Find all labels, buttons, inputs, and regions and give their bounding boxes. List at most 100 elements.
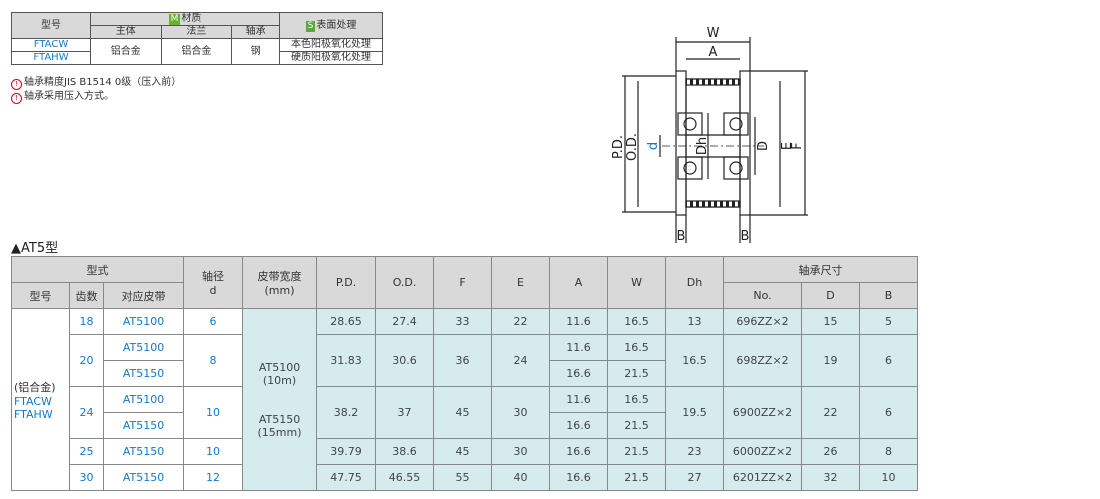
width-cell: AT5100 (10m) AT5150 (15mm) xyxy=(242,308,318,491)
belt-cell: AT5150 xyxy=(102,412,185,439)
bearing-no-cell: 6201ZZ×2 xyxy=(723,464,803,491)
pd-cell: 28.65 xyxy=(316,308,377,335)
teeth-cell: 25 xyxy=(69,438,104,465)
a-cell: 16.6 xyxy=(549,412,609,439)
label-a: A xyxy=(709,45,718,60)
note-1: !轴承精度JIS B1514 0级（压入前） xyxy=(11,76,181,90)
e-cell: 40 xyxy=(491,464,551,491)
teeth-cell: 20 xyxy=(69,334,104,387)
bearing-d-cell: 26 xyxy=(801,438,861,465)
bearing-no-cell: 6000ZZ×2 xyxy=(723,438,803,465)
e-cell: 30 xyxy=(491,386,551,439)
header-shaft-label: 轴径 xyxy=(202,270,225,283)
w-cell: 16.5 xyxy=(607,308,667,335)
e-cell: 30 xyxy=(491,438,551,465)
pd-cell: 47.75 xyxy=(316,464,377,491)
f-cell: 45 xyxy=(433,438,493,465)
warning-icon: ! xyxy=(11,93,22,104)
pulley-drawing: W A P.D. O.D. d Dh D E F B B xyxy=(611,26,808,244)
w-cell: 21.5 xyxy=(607,360,667,387)
surface-hard: 硬质阳极氧化处理 xyxy=(279,51,383,65)
w-cell: 21.5 xyxy=(607,412,667,439)
header-type: 型式 xyxy=(10,256,185,283)
header-od: O.D. xyxy=(375,256,435,309)
surface-tag: S xyxy=(305,20,316,32)
warning-icon: ! xyxy=(11,79,22,90)
a-cell: 16.6 xyxy=(549,438,609,465)
shaft-cell: 6 xyxy=(183,308,244,335)
a-cell: 16.6 xyxy=(549,464,609,491)
pd-cell: 38.2 xyxy=(316,386,377,439)
label-f: F xyxy=(790,142,805,149)
model-material: (铝合金) xyxy=(14,380,56,394)
section-title: ▲AT5型 xyxy=(11,241,59,256)
header-pd: P.D. xyxy=(316,256,377,309)
label-w: W xyxy=(707,26,720,41)
header-belt: 对应皮带 xyxy=(102,282,185,309)
e-cell: 24 xyxy=(491,334,551,387)
od-cell: 37 xyxy=(375,386,435,439)
header-f: F xyxy=(433,256,493,309)
bearing-b-cell: 5 xyxy=(859,308,919,335)
f-cell: 45 xyxy=(433,386,493,439)
bearing-b-cell: 6 xyxy=(859,386,919,439)
table-row: 20 AT5100 8 31.83 30.6 36 24 11.6 16.5 1… xyxy=(12,334,919,387)
header-e: E xyxy=(491,256,551,309)
table-row: 25 AT5150 10 39.79 38.6 45 30 16.6 21.5 … xyxy=(12,438,919,465)
model-ftacw: FTACW xyxy=(14,394,52,408)
teeth-cell: 18 xyxy=(69,308,104,335)
width-2-size: (15mm) xyxy=(257,425,302,439)
bearing-no-cell: 696ZZ×2 xyxy=(723,308,803,335)
surface-natural: 本色阳极氧化处理 xyxy=(279,38,383,52)
label-od: O.D. xyxy=(625,133,640,161)
note-text: 轴承采用压入方式。 xyxy=(24,91,114,102)
label-dd: D xyxy=(756,141,771,151)
bearing-d-cell: 32 xyxy=(801,464,861,491)
body-material: 铝合金 xyxy=(90,38,162,65)
surface-label: 表面处理 xyxy=(316,19,357,31)
f-cell: 36 xyxy=(433,334,493,387)
belt-cell: AT5100 xyxy=(102,308,185,335)
label-pd: P.D. xyxy=(611,135,626,159)
w-cell: 21.5 xyxy=(607,464,667,491)
table-row: AT5150 16.6 21.5 xyxy=(12,360,918,387)
table-row: 30 AT5150 12 47.75 46.55 55 40 16.6 21.5… xyxy=(12,464,919,491)
teeth-cell: 24 xyxy=(69,386,104,439)
model-ftahw: FTAHW xyxy=(11,51,91,65)
header-flange: 法兰 xyxy=(160,25,233,39)
model-ftacw: FTACW xyxy=(11,38,91,52)
width-1-belt: AT5100 xyxy=(258,360,301,374)
header-shaft-symbol: d xyxy=(209,284,217,297)
header-bearing: 轴承 xyxy=(231,25,280,39)
shaft-cell: 10 xyxy=(183,438,244,465)
belt-cell: AT5150 xyxy=(102,464,185,491)
bearing-material: 钢 xyxy=(231,38,280,65)
od-cell: 46.55 xyxy=(375,464,435,491)
note-text: 轴承精度JIS B1514 0级（压入前） xyxy=(24,77,182,88)
notes: !轴承精度JIS B1514 0级（压入前） !轴承采用压入方式。 xyxy=(11,76,181,104)
od-cell: 38.6 xyxy=(375,438,435,465)
label-b-left: B xyxy=(677,229,686,244)
bearing-d-cell: 22 xyxy=(801,386,861,439)
table-row: 24 AT5100 10 38.2 37 45 30 11.6 16.5 19.… xyxy=(12,386,919,439)
bearing-b-cell: 6 xyxy=(859,334,919,387)
material-label: 材质 xyxy=(181,13,202,24)
label-e: E xyxy=(780,142,795,150)
od-cell: 27.4 xyxy=(375,308,435,335)
header-width: 皮带宽度(mm) xyxy=(242,256,318,309)
a-cell: 11.6 xyxy=(549,308,609,335)
label-d: d xyxy=(646,142,661,150)
pd-cell: 39.79 xyxy=(316,438,377,465)
shaft-cell: 8 xyxy=(183,334,244,387)
width-2-belt: AT5150 xyxy=(258,412,301,426)
dh-cell: 19.5 xyxy=(665,386,725,439)
bearing-no-cell: 6900ZZ×2 xyxy=(723,386,803,439)
header-bd: D xyxy=(801,282,861,309)
pd-cell: 31.83 xyxy=(316,334,377,387)
table-row: (铝合金) FTACW FTAHW 18 AT5100 6 AT5100 (10… xyxy=(11,308,919,491)
header-model: 型号 xyxy=(11,12,91,39)
teeth-cell: 30 xyxy=(69,464,104,491)
header-bb: B xyxy=(859,282,919,309)
